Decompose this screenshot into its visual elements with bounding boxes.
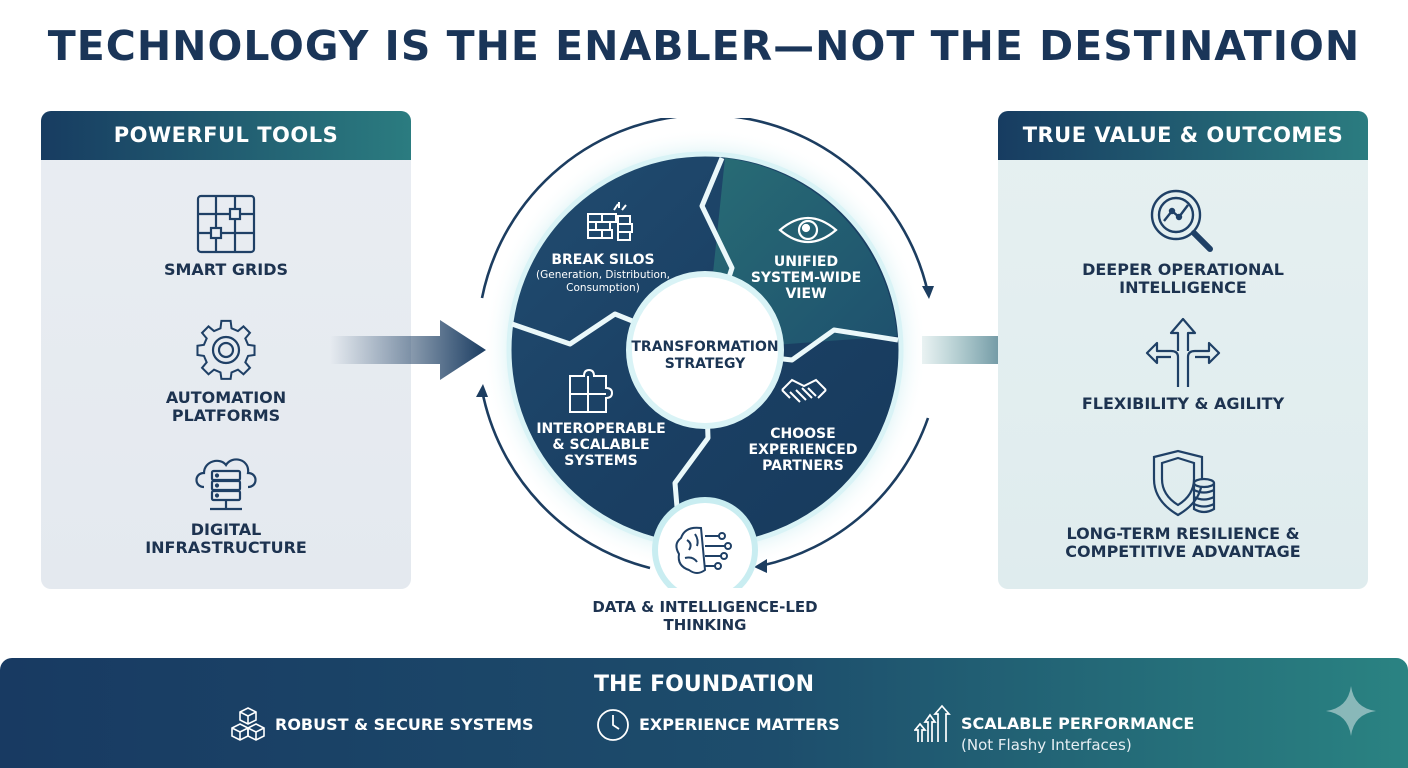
digital-infrastructure-item: DIGITAL INFRASTRUCTURE xyxy=(41,451,411,557)
flexibility-agility-label: FLEXIBILITY & AGILITY xyxy=(1081,394,1285,413)
growth-arrows-icon xyxy=(914,704,951,742)
resilience-advantage-item: LONG-TERM RESILIENCE & COMPETITIVE ADVAN… xyxy=(998,449,1368,561)
page-title: TECHNOLOGY IS THE ENABLER—NOT THE DESTIN… xyxy=(47,22,1361,70)
break-silos-label: BREAK SILOS xyxy=(551,252,655,268)
cloud-server-icon xyxy=(195,458,257,511)
interoperable-systems-label: INTEROPERABLE & SCALABLE SYSTEMS xyxy=(536,421,666,469)
robust-secure-label: ROBUST & SECURE SYSTEMS xyxy=(275,715,534,734)
operational-intelligence-label: DEEPER OPERATIONAL INTELLIGENCE xyxy=(1082,260,1284,297)
smart-grids-item: SMART GRIDS xyxy=(41,193,411,279)
transformation-strategy-label: TRANSFORMATION STRATEGY xyxy=(631,339,779,372)
digital-infrastructure-label: DIGITAL INFRASTRUCTURE xyxy=(145,520,307,557)
clock-icon xyxy=(597,709,629,741)
experienced-partners-label: CHOOSE EXPERIENCED PARTNERS xyxy=(748,426,858,474)
resilience-advantage-label: LONG-TERM RESILIENCE & COMPETITIVE ADVAN… xyxy=(1065,524,1301,561)
handshake-icon xyxy=(781,378,827,403)
operational-intelligence-item: DEEPER OPERATIONAL INTELLIGENCE xyxy=(998,187,1368,297)
automation-platforms-label: AUTOMATION PLATFORMS xyxy=(165,388,287,425)
cycle-graphic xyxy=(476,118,934,588)
transformation-cycle-diagram: BREAK SILOS (Generation, Distribution, C… xyxy=(470,118,940,588)
sparkle-icon xyxy=(1326,686,1376,736)
eye-icon xyxy=(778,217,838,243)
powerful-tools-heading: POWERFUL TOOLS xyxy=(41,111,411,160)
brain-circuit-icon xyxy=(675,526,732,574)
puzzle-icon xyxy=(569,368,614,413)
split-arrows-icon xyxy=(1145,317,1221,387)
scalable-performance-label: SCALABLE PERFORMANCE xyxy=(961,714,1195,733)
inbound-arrow-icon xyxy=(330,320,486,380)
broken-wall-icon xyxy=(587,202,633,241)
unified-view-label: UNIFIED SYSTEM-WIDE VIEW xyxy=(750,254,862,302)
true-value-heading: TRUE VALUE & OUTCOMES xyxy=(998,111,1368,160)
experience-matters-label: EXPERIENCE MATTERS xyxy=(639,715,840,734)
data-intelligence-label: DATA & INTELLIGENCE-LED THINKING xyxy=(592,598,818,634)
flexibility-agility-item: FLEXIBILITY & AGILITY xyxy=(998,317,1368,413)
scalable-performance-sublabel: (Not Flashy Interfaces) xyxy=(961,736,1132,754)
break-silos-sublabel: (Generation, Distribution, Consumption) xyxy=(536,269,670,294)
gear-icon xyxy=(196,319,256,380)
grid-icon xyxy=(196,194,256,254)
foundation-title: THE FOUNDATION xyxy=(594,672,814,697)
smart-grids-label: SMART GRIDS xyxy=(163,260,289,279)
magnifier-chart-icon xyxy=(1150,189,1213,252)
shield-coins-icon xyxy=(1152,449,1216,517)
true-value-panel: TRUE VALUE & OUTCOMES DEEPER OPERATIONAL… xyxy=(998,111,1368,589)
foundation-bar: THE FOUNDATION xyxy=(0,658,1408,768)
cubes-icon xyxy=(231,707,265,741)
automation-platforms-item: AUTOMATION PLATFORMS xyxy=(41,317,411,425)
